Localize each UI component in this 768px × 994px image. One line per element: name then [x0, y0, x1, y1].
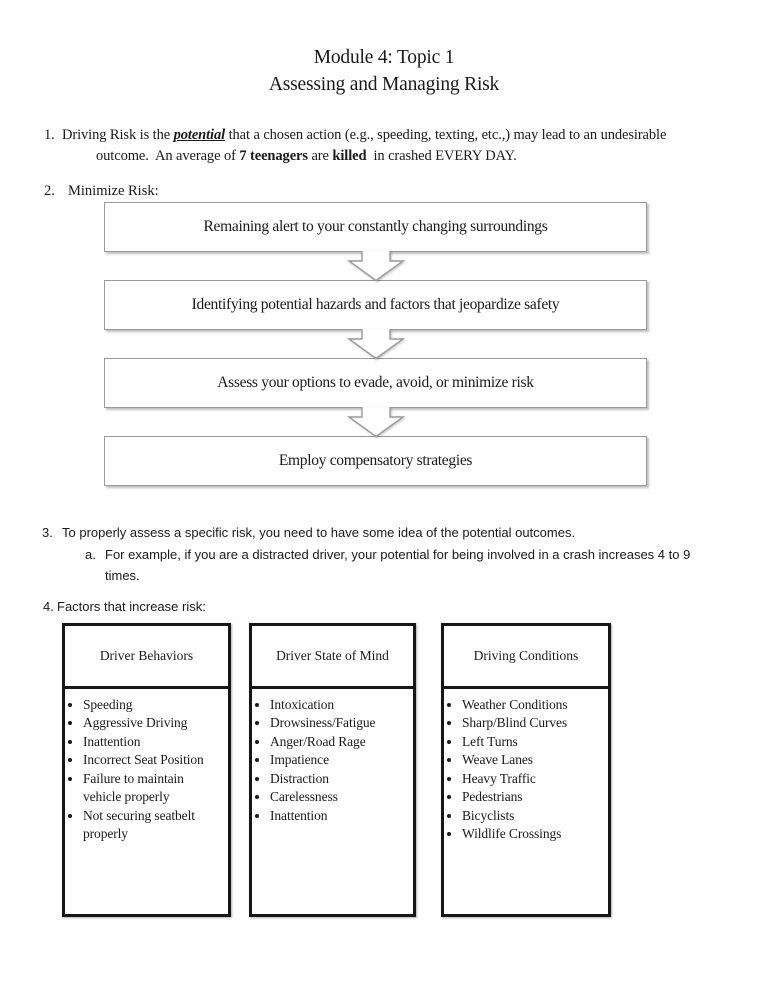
flow-step-4-label: Employ compensatory strategies [278, 452, 473, 469]
emphasis-potential: potential [173, 127, 226, 143]
title-line-2: Assessing and Managing Risk [268, 74, 500, 95]
factor-box-header: Driving Conditions [444, 626, 608, 689]
flow-step-2: Identifying potential hazards and factor… [104, 280, 647, 330]
factor-box-body: SpeedingAggressive DrivingInattentionInc… [65, 696, 228, 844]
bullet-item: Drowsiness/Fatigue [270, 714, 409, 733]
bullet-list: SpeedingAggressive DrivingInattentionInc… [65, 696, 228, 844]
bullet-item: Incorrect Seat Position [83, 751, 224, 770]
factor-box-body: IntoxicationDrowsiness/FatigueAnger/Road… [252, 696, 413, 826]
bullet-item: Weave Lanes [462, 751, 604, 770]
item-3-text: To properly assess a specific risk, you … [62, 525, 576, 540]
item-1-number: 1. [44, 127, 55, 143]
down-arrow-icon [104, 406, 647, 437]
bullet-list: IntoxicationDrowsiness/FatigueAnger/Road… [252, 696, 413, 826]
item-4-number: 4. [43, 598, 54, 614]
bullet-item: Not securing seatbelt properly [83, 807, 224, 844]
bullet-item: Weather Conditions [462, 696, 604, 715]
bullet-item: Inattention [83, 733, 224, 752]
factor-box-header: Driver State of Mind [252, 626, 413, 689]
item-2-number: 2. [44, 183, 55, 199]
bullet-item: Pedestrians [462, 788, 604, 807]
bullet-item: Failure to maintain vehicle properly [83, 770, 224, 807]
risk-flowchart: Remaining alert to your constantly chang… [104, 202, 647, 486]
down-arrow-glyph [346, 406, 405, 437]
bullet-item: Inattention [270, 807, 409, 826]
bullet-item: Anger/Road Rage [270, 733, 409, 752]
item-2-text: Minimize Risk: [68, 183, 159, 199]
bullet-item: Intoxication [270, 696, 409, 715]
item-3a: a. For example, if you are a distracted … [85, 544, 768, 587]
list-item-4: 4. Factors that increase risk: [43, 598, 768, 616]
list-item-2: 2. Minimize Risk: [44, 182, 768, 200]
factor-box-driving-conditions: Driving Conditions Weather ConditionsSha… [441, 622, 611, 917]
factor-box-title: Driving Conditions [473, 647, 579, 663]
bullet-item: Sharp/Blind Curves [462, 714, 604, 733]
factor-box-title: Driver Behaviors [99, 647, 194, 663]
page-title: Module 4: Topic 1 Assessing and Managing… [0, 44, 768, 98]
bullet-item: Impatience [270, 751, 409, 770]
bullet-item: Bicyclists [462, 807, 604, 826]
down-arrow-glyph [346, 328, 405, 359]
flow-step-3-label: Assess your options to evade, avoid, or … [217, 374, 534, 391]
flow-step-4: Employ compensatory strategies [104, 436, 647, 486]
bullet-list: Weather ConditionsSharp/Blind CurvesLeft… [444, 696, 608, 844]
text-segment: that a chosen action (e.g., speeding, te… [96, 127, 667, 164]
text-segment: Driving Risk is the [62, 127, 174, 143]
bold-7-teenagers: 7 teenagers [239, 148, 308, 164]
down-arrow-icon [104, 328, 647, 359]
flow-step-1: Remaining alert to your constantly chang… [104, 202, 647, 252]
flow-step-1-label: Remaining alert to your constantly chang… [203, 218, 548, 235]
bullet-item: Left Turns [462, 733, 604, 752]
item-3a-text: For example, if you are a distracted dri… [105, 546, 691, 584]
flow-step-3: Assess your options to evade, avoid, or … [104, 358, 647, 408]
factor-box-driver-behaviors: Driver Behaviors SpeedingAggressive Driv… [62, 622, 231, 917]
item-3a-letter: a. [85, 546, 96, 562]
item-3-main: 3. To properly assess a specific risk, y… [42, 522, 768, 544]
item-1-text: Driving Risk is the potential that a cho… [62, 125, 696, 167]
title-line-1: Module 4: Topic 1 [313, 47, 455, 68]
factor-boxes-row: Driver Behaviors SpeedingAggressive Driv… [62, 622, 768, 917]
factor-box-body: Weather ConditionsSharp/Blind CurvesLeft… [444, 696, 608, 844]
bold-killed: killed [332, 148, 367, 164]
bullet-item: Speeding [83, 696, 224, 715]
flow-step-2-label: Identifying potential hazards and factor… [191, 296, 560, 313]
down-arrow-icon [104, 250, 647, 281]
bullet-item: Wildlife Crossings [462, 825, 604, 844]
bullet-item: Distraction [270, 770, 409, 789]
bullet-item: Heavy Traffic [462, 770, 604, 789]
bullet-item: Aggressive Driving [83, 714, 224, 733]
text-segment: are [307, 148, 333, 164]
bullet-item: Carelessness [270, 788, 409, 807]
factor-box-header: Driver Behaviors [65, 626, 228, 689]
factor-box-title: Driver State of Mind [276, 647, 389, 663]
down-arrow-glyph [346, 250, 405, 281]
item-3-number: 3. [42, 525, 53, 540]
factor-box-driver-state-of-mind: Driver State of Mind IntoxicationDrowsin… [249, 622, 416, 917]
item-4-text: Factors that increase risk: [57, 598, 206, 614]
list-item-1: 1. Driving Risk is the potential that a … [44, 125, 768, 167]
text-segment: in crashed EVERY DAY. [366, 148, 517, 164]
list-item-3: 3. To properly assess a specific risk, y… [42, 522, 768, 587]
